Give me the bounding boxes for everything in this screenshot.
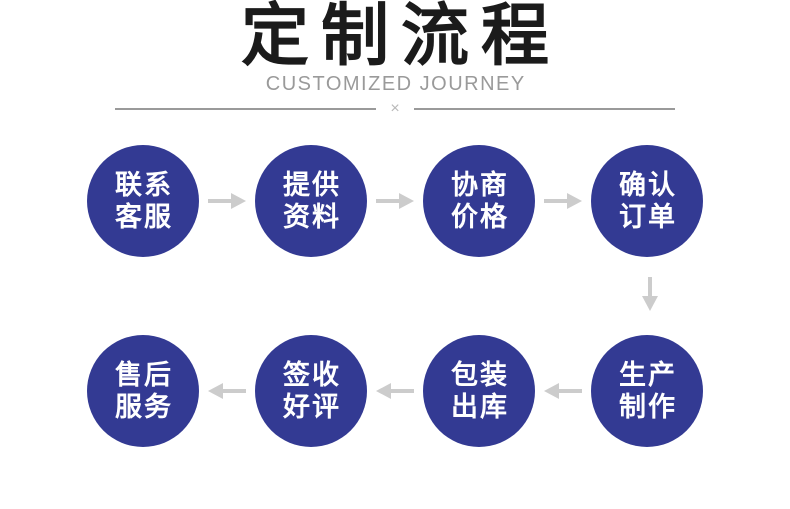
step-sign-and-review: 签收 好评 bbox=[255, 335, 367, 447]
step-label-line2: 服务 bbox=[115, 392, 173, 422]
arrow-left-icon bbox=[544, 382, 582, 400]
step-label-line2: 资料 bbox=[283, 202, 341, 232]
step-negotiate-price: 协商 价格 bbox=[423, 145, 535, 257]
step-confirm-order: 确认 订单 bbox=[591, 145, 703, 257]
step-label-line1: 售后 bbox=[115, 360, 173, 390]
arrow-left-icon bbox=[376, 382, 414, 400]
step-label-line2: 订单 bbox=[619, 202, 677, 232]
step-label-line1: 确认 bbox=[619, 170, 677, 200]
x-mark-icon: × bbox=[390, 100, 400, 117]
arrow-right-icon bbox=[376, 192, 414, 210]
step-label-line1: 包装 bbox=[451, 360, 509, 390]
arrow-right-icon bbox=[544, 192, 582, 210]
divider-line-right bbox=[414, 108, 675, 110]
step-label-line2: 客服 bbox=[115, 202, 173, 232]
step-provide-materials: 提供 资料 bbox=[255, 145, 367, 257]
divider: × bbox=[115, 99, 675, 119]
step-pack-and-ship: 包装 出库 bbox=[423, 335, 535, 447]
step-label-line2: 好评 bbox=[283, 392, 341, 422]
page-title: 定制流程 bbox=[240, 0, 561, 74]
step-after-sales-service: 售后 服务 bbox=[87, 335, 199, 447]
step-label-line2: 价格 bbox=[451, 202, 509, 232]
step-label-line1: 联系 bbox=[115, 170, 173, 200]
step-label-line1: 协商 bbox=[451, 170, 509, 200]
step-label-line2: 出库 bbox=[451, 392, 509, 422]
divider-line-left bbox=[115, 108, 376, 110]
step-label-line1: 提供 bbox=[283, 170, 341, 200]
arrow-right-icon bbox=[208, 192, 246, 210]
arrow-left-icon bbox=[208, 382, 246, 400]
step-label-line1: 生产 bbox=[619, 360, 677, 390]
step-label-line1: 签收 bbox=[283, 360, 341, 390]
step-label-line2: 制作 bbox=[619, 392, 677, 422]
arrow-down-icon bbox=[641, 277, 659, 312]
step-production: 生产 制作 bbox=[591, 335, 703, 447]
page-subtitle: CUSTOMIZED JOURNEY bbox=[265, 72, 526, 95]
step-contact-service: 联系 客服 bbox=[87, 145, 199, 257]
